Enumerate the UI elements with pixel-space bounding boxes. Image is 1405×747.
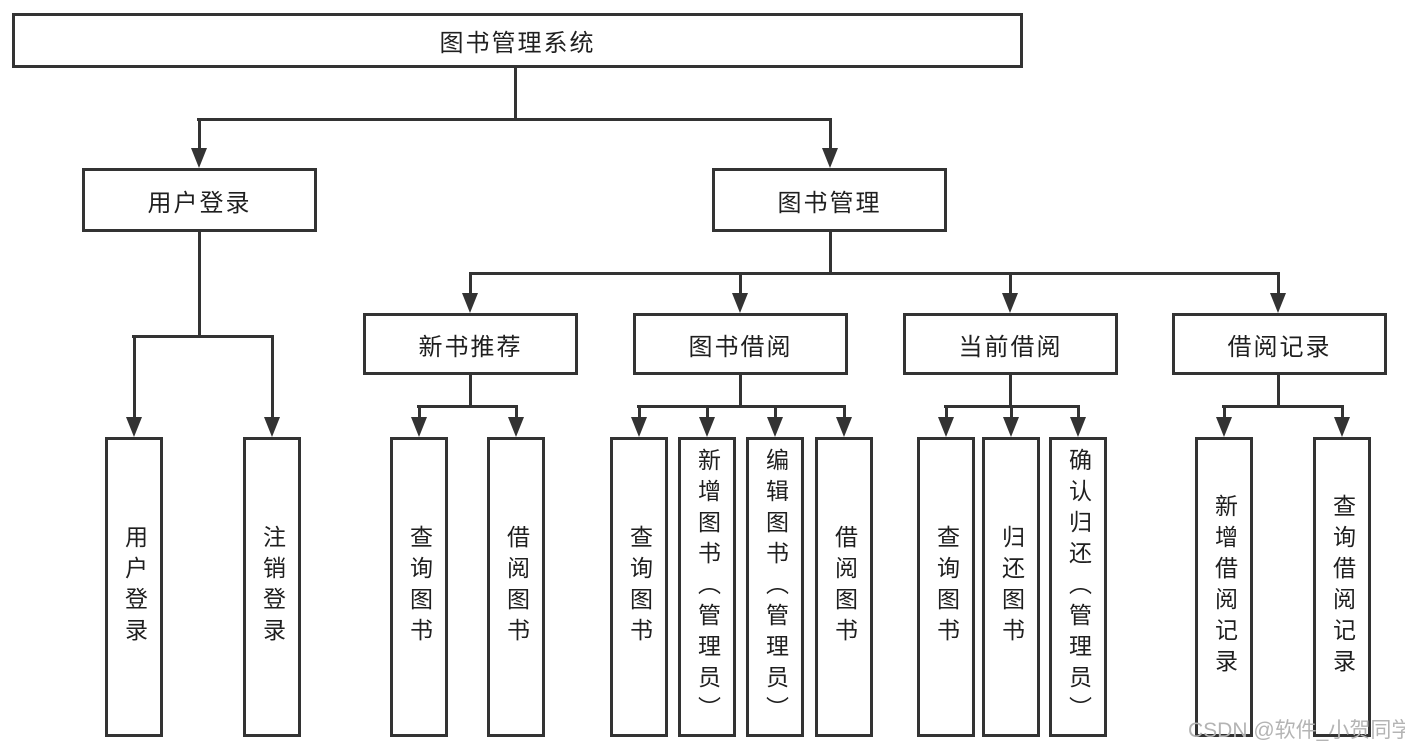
connector-vline bbox=[829, 118, 832, 154]
connector-vline bbox=[198, 118, 201, 154]
leaf-borrow-books-recommend: 借阅图书 bbox=[487, 437, 545, 737]
connector-vline bbox=[133, 335, 136, 423]
node-book-management: 图书管理 bbox=[712, 168, 947, 232]
connector-hline bbox=[197, 118, 832, 121]
connector-vline bbox=[1009, 375, 1012, 405]
connector-vline bbox=[945, 405, 948, 423]
connector-hline bbox=[469, 272, 1280, 275]
connector-vline bbox=[829, 232, 832, 272]
node-new-book-recommendation: 新书推荐 bbox=[363, 313, 578, 375]
node-current-borrowing: 当前借阅 bbox=[903, 313, 1118, 375]
arrow-down-icon bbox=[1216, 417, 1232, 437]
leaf-confirm-return-admin: 确认归还（管理员） bbox=[1049, 437, 1107, 737]
leaf-borrow-books-borrowing: 借阅图书 bbox=[815, 437, 873, 737]
leaf-logout: 注销登录 bbox=[243, 437, 301, 737]
node-book-borrowing: 图书借阅 bbox=[633, 313, 848, 375]
connector-vline bbox=[515, 405, 518, 423]
arrow-down-icon bbox=[1070, 417, 1086, 437]
leaf-query-borrow-record: 查询借阅记录 bbox=[1313, 437, 1371, 737]
arrow-down-icon bbox=[732, 293, 748, 313]
connector-hline bbox=[132, 335, 274, 338]
leaf-query-books-recommend: 查询图书 bbox=[390, 437, 448, 737]
connector-vline bbox=[739, 272, 742, 299]
connector-vline bbox=[1010, 405, 1013, 423]
arrow-down-icon bbox=[1002, 293, 1018, 313]
leaf-add-borrow-record: 新增借阅记录 bbox=[1195, 437, 1253, 737]
connector-vline bbox=[1009, 272, 1012, 299]
connector-vline bbox=[1277, 272, 1280, 299]
connector-vline bbox=[271, 335, 274, 423]
connector-vline bbox=[774, 405, 777, 423]
node-user-login: 用户登录 bbox=[82, 168, 317, 232]
arrow-down-icon bbox=[938, 417, 954, 437]
connector-vline bbox=[469, 272, 472, 299]
connector-hline bbox=[1222, 405, 1344, 408]
csdn-watermark: CSDN @软件_小贺同学 bbox=[1188, 719, 1405, 742]
connector-vline bbox=[1077, 405, 1080, 423]
leaf-edit-books-admin: 编辑图书（管理员） bbox=[746, 437, 804, 737]
leaf-add-books-admin: 新增图书（管理员） bbox=[678, 437, 736, 737]
leaf-query-books-current: 查询图书 bbox=[917, 437, 975, 737]
connector-vline bbox=[469, 375, 472, 405]
leaf-return-books: 归还图书 bbox=[982, 437, 1040, 737]
node-borrowing-records: 借阅记录 bbox=[1172, 313, 1387, 375]
connector-vline bbox=[418, 405, 421, 423]
connector-hline bbox=[637, 405, 846, 408]
arrow-down-icon bbox=[1334, 417, 1350, 437]
connector-vline bbox=[843, 405, 846, 423]
arrow-down-icon bbox=[264, 417, 280, 437]
connector-vline bbox=[1341, 405, 1344, 423]
arrow-down-icon bbox=[462, 293, 478, 313]
connector-vline bbox=[739, 375, 742, 405]
arrow-down-icon bbox=[767, 417, 783, 437]
node-library-management-system: 图书管理系统 bbox=[12, 13, 1023, 68]
connector-vline bbox=[1223, 405, 1226, 423]
arrow-down-icon bbox=[822, 148, 838, 168]
arrow-down-icon bbox=[411, 417, 427, 437]
arrow-down-icon bbox=[126, 417, 142, 437]
connector-vline bbox=[706, 405, 709, 423]
connector-vline bbox=[1277, 375, 1280, 405]
arrow-down-icon bbox=[631, 417, 647, 437]
arrow-down-icon bbox=[699, 417, 715, 437]
arrow-down-icon bbox=[836, 417, 852, 437]
connector-vline bbox=[514, 68, 517, 118]
connector-vline bbox=[198, 232, 201, 335]
arrow-down-icon bbox=[191, 148, 207, 168]
leaf-query-books-borrowing: 查询图书 bbox=[610, 437, 668, 737]
connector-vline bbox=[638, 405, 641, 423]
arrow-down-icon bbox=[1270, 293, 1286, 313]
arrow-down-icon bbox=[508, 417, 524, 437]
arrow-down-icon bbox=[1003, 417, 1019, 437]
leaf-user-login: 用户登录 bbox=[105, 437, 163, 737]
connector-hline bbox=[417, 405, 518, 408]
